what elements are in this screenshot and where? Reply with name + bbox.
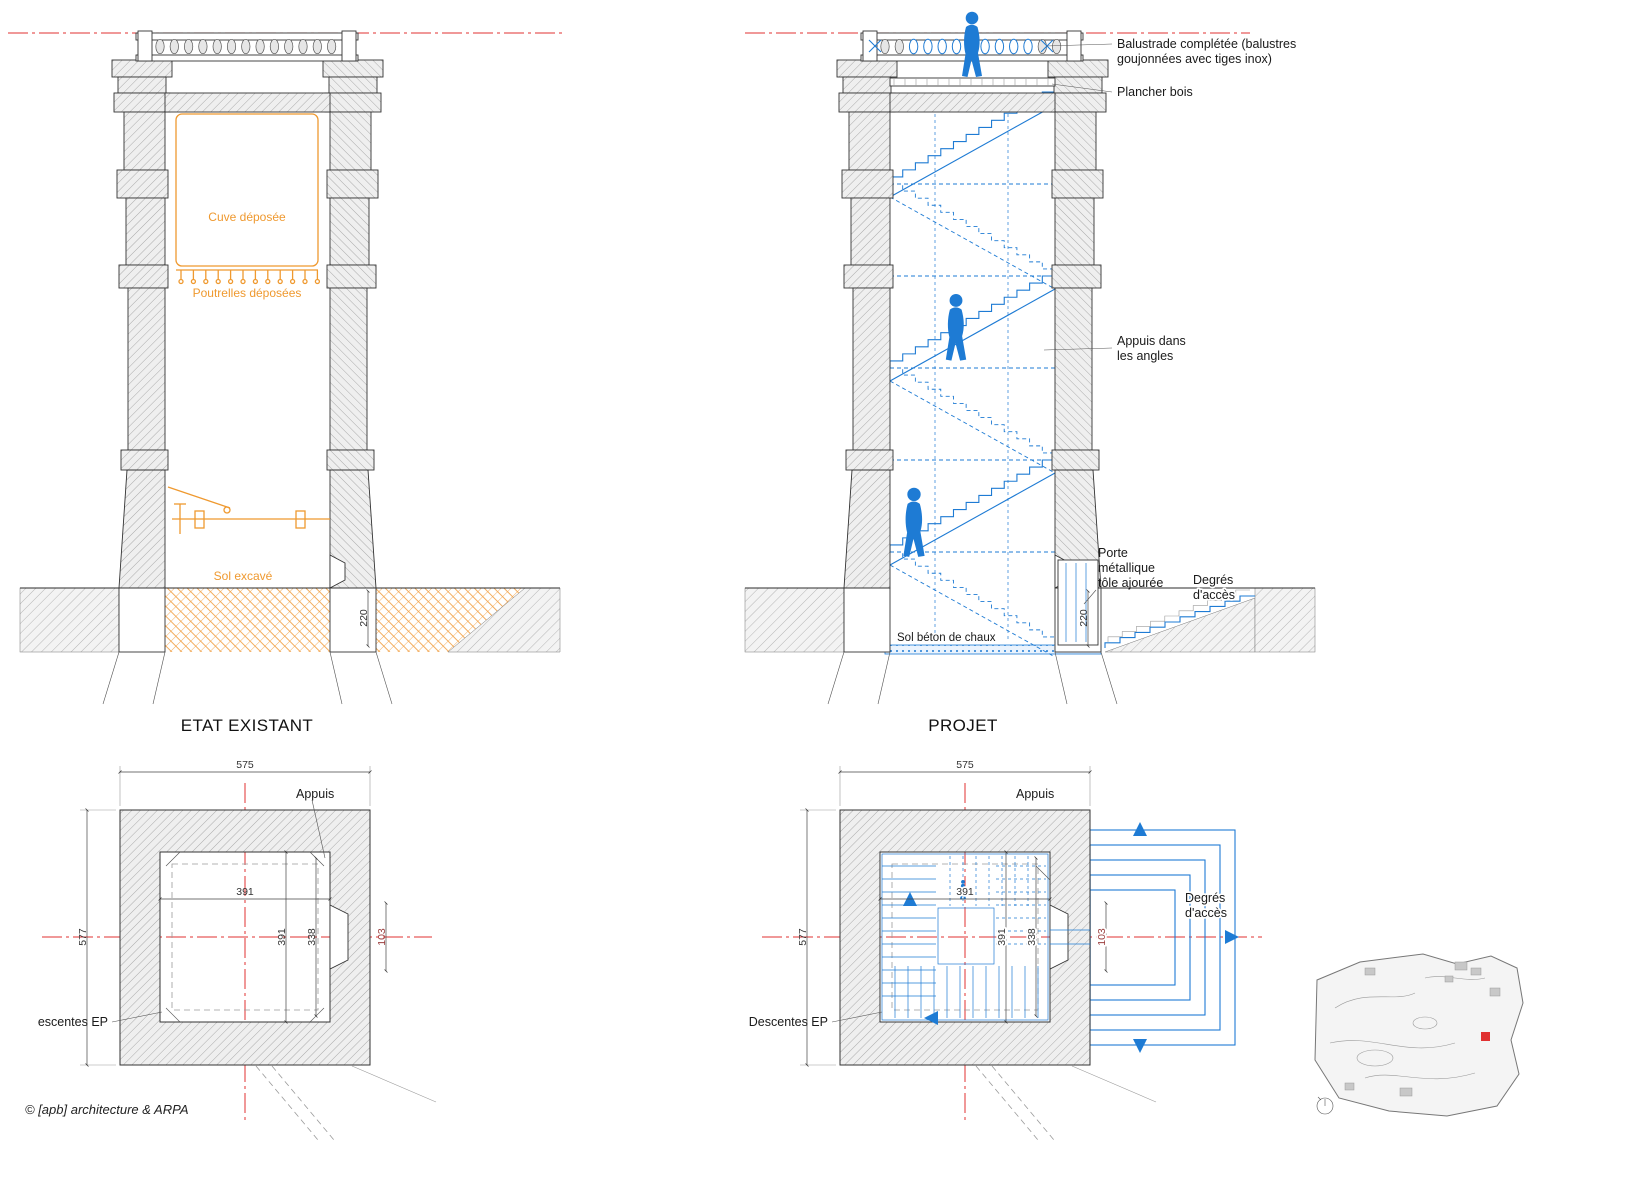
ground-left: [744, 587, 845, 653]
label-cuve-deposee: Cuve déposée: [208, 210, 286, 224]
dimensions: 575 577 391 391 338 103: [797, 759, 1110, 1067]
wall-ring: [839, 809, 1091, 1066]
balustrade: [135, 30, 359, 62]
x-mark-left: [868, 39, 882, 53]
person-top: [962, 11, 982, 78]
dim-220-project: 220: [1078, 609, 1090, 627]
wall-notch: [1049, 904, 1069, 970]
tower-location-marker: [1481, 1032, 1490, 1041]
inner-dashed-square: [171, 863, 319, 1011]
wood-floor-top: [889, 77, 1056, 87]
label-balustrade-1: Balustrade complétée (balustres: [1117, 37, 1296, 51]
dim-220-existing: 220: [358, 609, 370, 627]
label-descentes-ep: escentes EP: [38, 1015, 108, 1029]
label-degres-2: d'accès: [1193, 588, 1235, 602]
cuve-deposee: Cuve déposée: [175, 113, 319, 267]
label-appuis: Appuis: [296, 787, 334, 801]
label-sol-excave: Sol excavé: [214, 569, 273, 583]
dim-103: 103: [1096, 928, 1108, 946]
dim-391-v: 391: [276, 928, 288, 946]
dimension-depth-project: 220: [1078, 589, 1090, 648]
dim-103: 103: [376, 928, 388, 946]
site-location-map: [1314, 953, 1524, 1117]
wall-notch: [329, 554, 346, 589]
label-porte-3: tôle ajourée: [1098, 576, 1163, 590]
label-sol-beton: Sol béton de chaux: [897, 632, 996, 644]
section-existing: Cuve déposée Poutrelles déposées Sol exc…: [19, 30, 561, 735]
label-descentes-ep: Descentes EP: [749, 1015, 828, 1029]
dimension-depth-existing: 220: [358, 589, 370, 648]
entrance-steps: [1104, 589, 1255, 648]
label-degres-1: Degrés: [1193, 573, 1233, 587]
label-porte-2: métallique: [1098, 561, 1155, 575]
dim-391-v: 391: [996, 928, 1008, 946]
dimensions: 575 577 391 391 338 103: [77, 759, 388, 1067]
cornice-band: [889, 92, 1056, 113]
dim-575: 575: [236, 759, 254, 771]
dim-391-h: 391: [956, 886, 974, 898]
label-appuis-1: Appuis dans: [1117, 334, 1186, 348]
label-plancher-bois: Plancher bois: [1117, 85, 1193, 99]
ground-left: [19, 587, 120, 653]
spiral-stair-plan: [881, 853, 1049, 1025]
title-etat-existant: ETAT EXISTANT: [181, 716, 313, 735]
label-degres-plan-2: d'accès: [1185, 906, 1227, 920]
pipe-assembly: [167, 486, 330, 534]
section-project: Balustrade complétée (balustres goujonné…: [744, 11, 1316, 735]
arrow-left-stair: [924, 1011, 938, 1025]
person-bottom: [903, 487, 925, 557]
clock-icon: [1316, 1096, 1334, 1115]
label-appuis: Appuis: [1016, 787, 1054, 801]
dim-391-h: 391: [236, 886, 254, 898]
arrow-down: [1133, 1039, 1147, 1053]
label-degres-plan-1: Degrés: [1185, 891, 1225, 905]
dim-575: 575: [956, 759, 974, 771]
person-middle: [945, 294, 967, 361]
wall-ring: [119, 809, 371, 1066]
dim-338: 338: [1026, 928, 1038, 946]
annotations: Balustrade complétée (balustres goujonné…: [895, 37, 1296, 646]
metal-door: [1057, 559, 1099, 646]
access-steps-plan: [1089, 822, 1239, 1053]
label-porte-1: Porte: [1098, 546, 1128, 560]
label-balustrade-2: goujonnées avec tiges inox): [1117, 52, 1272, 66]
label-poutrelles: Poutrelles déposées: [193, 286, 302, 300]
inner-dashed-square: [891, 863, 1039, 1011]
title-projet: PROJET: [928, 716, 997, 735]
arrow-right: [1225, 930, 1239, 944]
arrow-up: [1133, 822, 1147, 836]
cornice-band: [164, 92, 331, 113]
dim-338: 338: [306, 928, 318, 946]
poutrelles-deposees: Poutrelles déposées: [176, 269, 321, 300]
dim-577: 577: [77, 928, 89, 946]
plan-project: 575 577 391 391 338 103 Appuis Descentes…: [749, 759, 1262, 1141]
ground-right: [1254, 587, 1316, 653]
copyright-text: © [apb] architecture & ARPA: [25, 1102, 188, 1117]
new-staircase: [889, 91, 1056, 658]
wall-notch: [329, 904, 349, 970]
label-appuis-2: les angles: [1117, 349, 1173, 363]
ground-step-wedge: [1104, 597, 1256, 653]
dim-577: 577: [797, 928, 809, 946]
plan-existing: 575 577 391 391 338 103 Appuis escentes …: [38, 759, 437, 1141]
